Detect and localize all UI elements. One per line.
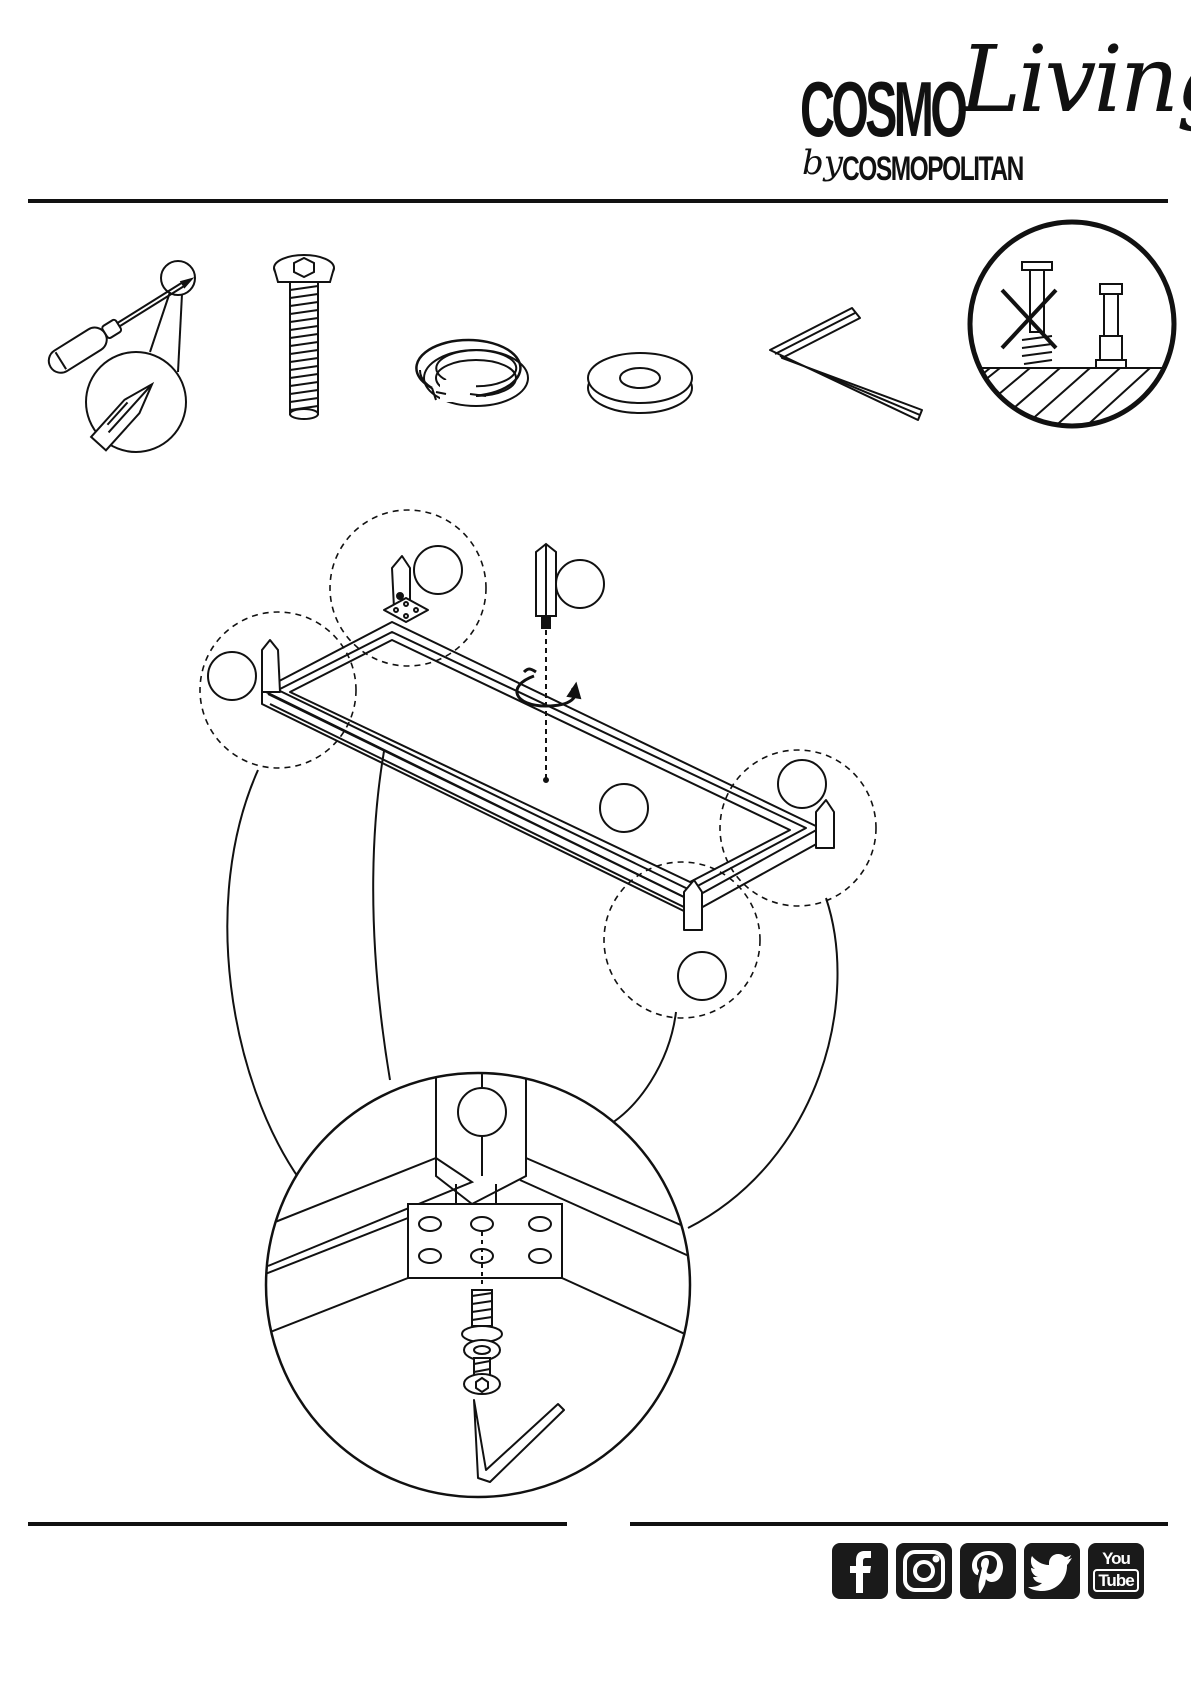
flat-washer-icon [588,353,692,413]
screwdriver-icon [44,261,197,452]
logo-by-text: by [802,146,843,180]
floor-warning-icon [940,222,1191,460]
cosmoliving-logo: COSMO Living by COSMOPOLITAN [790,40,1170,190]
instagram-glyph [896,1543,952,1599]
youtube-icon[interactable]: You Tube [1088,1543,1144,1599]
youtube-label-top: You [1102,1550,1130,1567]
pinterest-glyph [960,1543,1016,1599]
lock-washer-icon [416,340,528,406]
logo-cosmo-text: COSMO [800,70,964,148]
youtube-label-bottom: Tube [1093,1569,1138,1592]
facebook-glyph [832,1543,888,1599]
allen-key-icon [770,308,922,420]
corner-detail-magnified [250,1070,720,1497]
header-divider [28,199,1168,203]
footer-divider-left [28,1522,567,1526]
assembly-diagram [0,470,1191,1510]
twitter-glyph [1024,1543,1080,1599]
bolt-icon [274,255,334,419]
hardware-row [0,210,1191,460]
footer-divider-right [630,1522,1168,1526]
pinterest-icon[interactable] [960,1543,1016,1599]
instagram-icon[interactable] [896,1543,952,1599]
logo-living-text: Living [960,34,1191,126]
logo-cosmopolitan-text: COSMOPOLITAN [842,152,1023,186]
twitter-icon[interactable] [1024,1543,1080,1599]
facebook-icon[interactable] [832,1543,888,1599]
